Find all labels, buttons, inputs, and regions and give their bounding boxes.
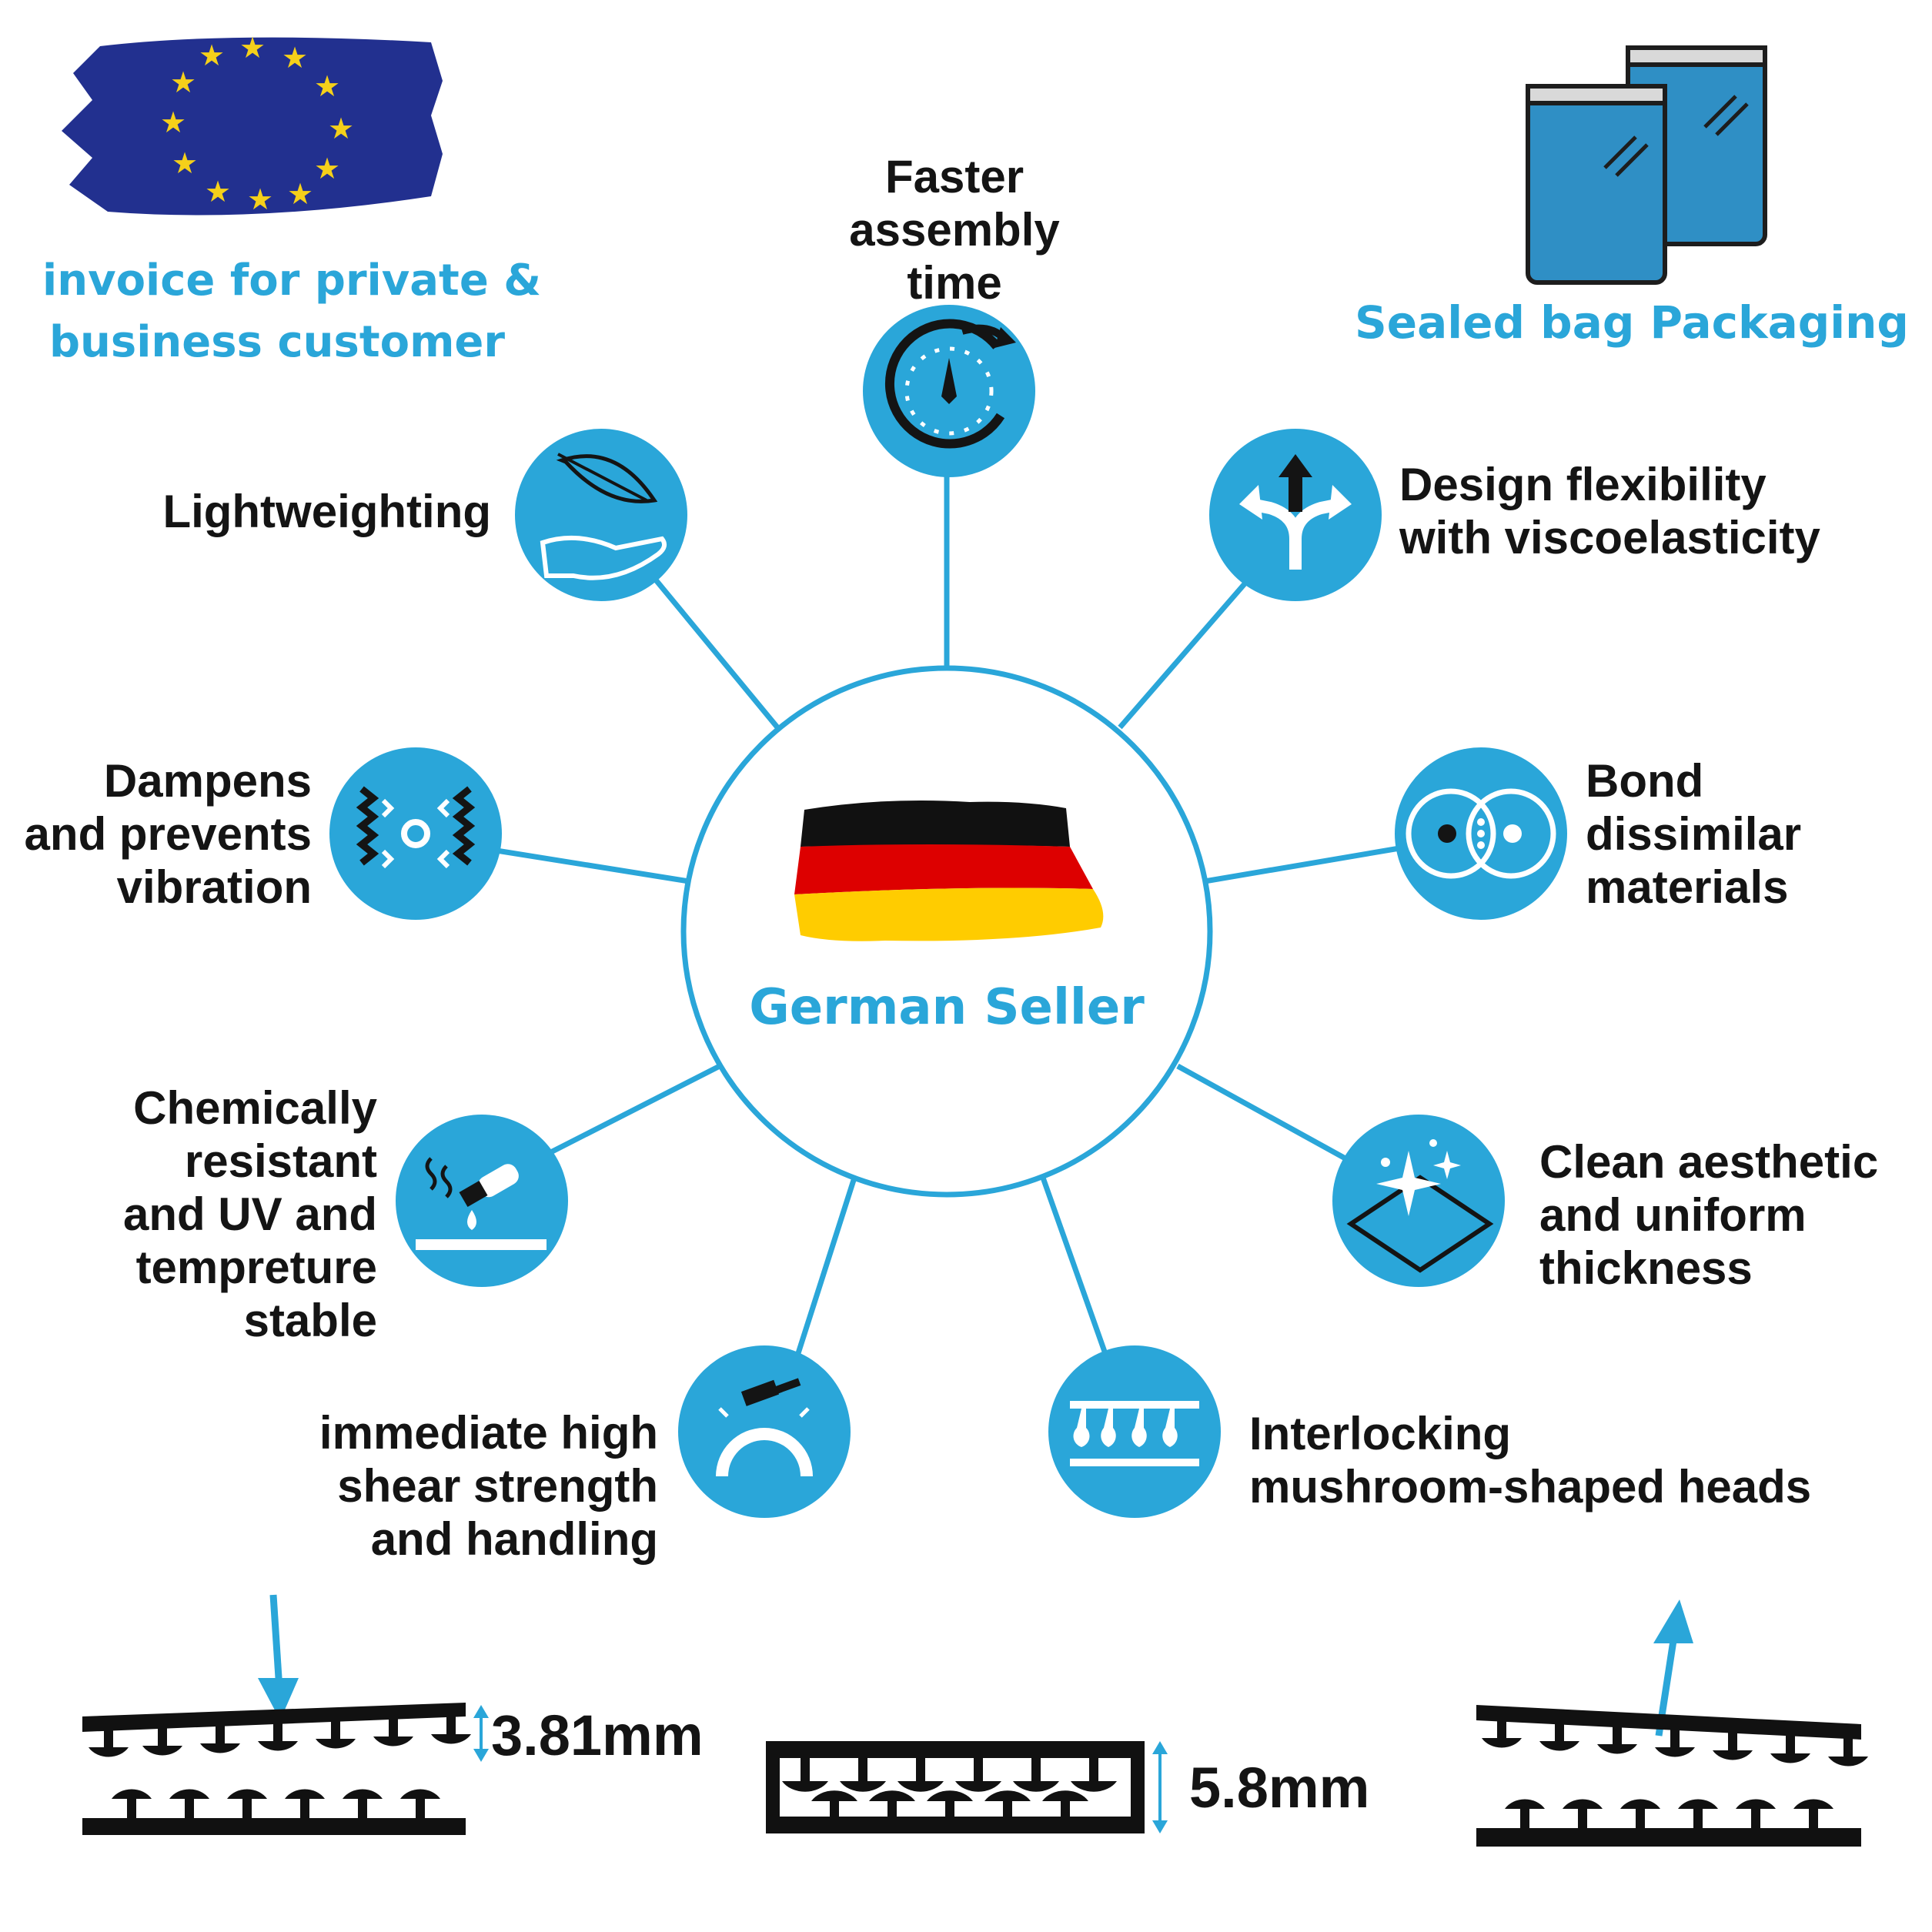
sparkle-surface-icon bbox=[1332, 1115, 1505, 1287]
split-arrows-icon bbox=[1209, 429, 1382, 601]
design-label: Design flexibility with viscoelasticity bbox=[1399, 459, 1820, 563]
svg-text:★: ★ bbox=[172, 146, 198, 180]
packaging-label: Sealed bag Packaging bbox=[1355, 296, 1909, 349]
bond-label: Bond dissimilar materials bbox=[1586, 755, 1802, 913]
thickness-left-label: 3.81mm bbox=[491, 1703, 704, 1767]
assembly-label: Faster assembly time bbox=[849, 151, 1060, 309]
thickness-arrow-middle bbox=[1152, 1741, 1168, 1833]
clean-label: Clean aesthetic and uniform thickness bbox=[1539, 1136, 1879, 1294]
german-seller-label: German Seller bbox=[749, 979, 1145, 1036]
interlocking-label: Interlocking mushroom-shaped heads bbox=[1249, 1408, 1812, 1513]
dampens-label: Dampens and prevents vibration bbox=[24, 755, 312, 913]
svg-text:★: ★ bbox=[328, 112, 354, 145]
mushroom-heads-icon bbox=[1048, 1345, 1221, 1518]
sealed-bag-icon bbox=[1526, 45, 1767, 285]
fastener-strip-left bbox=[82, 1703, 471, 1835]
hammer-arch-icon bbox=[678, 1345, 851, 1518]
connector-lines bbox=[496, 470, 1409, 1372]
svg-text:★: ★ bbox=[205, 175, 231, 209]
svg-text:★: ★ bbox=[239, 31, 266, 65]
center-hub bbox=[680, 665, 1213, 1198]
feather-hand-icon bbox=[515, 429, 687, 601]
fastener-strip-right bbox=[1476, 1705, 1868, 1847]
thickness-arrow-left bbox=[473, 1705, 489, 1762]
bonded-circles-icon bbox=[1395, 747, 1567, 920]
stopwatch-icon bbox=[863, 305, 1035, 477]
svg-text:★: ★ bbox=[314, 152, 340, 186]
svg-text:★: ★ bbox=[170, 65, 196, 99]
eu-flag-icon: ★★★ ★★★ ★★★ ★★★ bbox=[62, 31, 443, 216]
svg-text:★: ★ bbox=[314, 69, 340, 103]
invoice-label: invoice for private & business customer bbox=[42, 256, 542, 367]
svg-text:★: ★ bbox=[247, 182, 273, 216]
chemical-drop-icon bbox=[396, 1115, 568, 1287]
svg-text:★: ★ bbox=[160, 105, 186, 139]
chemical-label: Chemically resistant and UV and tempretu… bbox=[122, 1082, 377, 1346]
vibration-waves-icon bbox=[329, 747, 502, 920]
german-flag-icon bbox=[794, 800, 1104, 941]
svg-text:★: ★ bbox=[287, 177, 313, 211]
shear-label: immediate high shear strength and handli… bbox=[319, 1407, 658, 1565]
thickness-middle-label: 5.8mm bbox=[1189, 1756, 1370, 1820]
lightweighting-label: Lightweighting bbox=[162, 486, 491, 537]
svg-text:★: ★ bbox=[199, 38, 225, 72]
interlocked-fastener-icon bbox=[766, 1741, 1145, 1833]
svg-text:★: ★ bbox=[282, 41, 308, 75]
press-down-arrow-icon bbox=[258, 1594, 299, 1720]
